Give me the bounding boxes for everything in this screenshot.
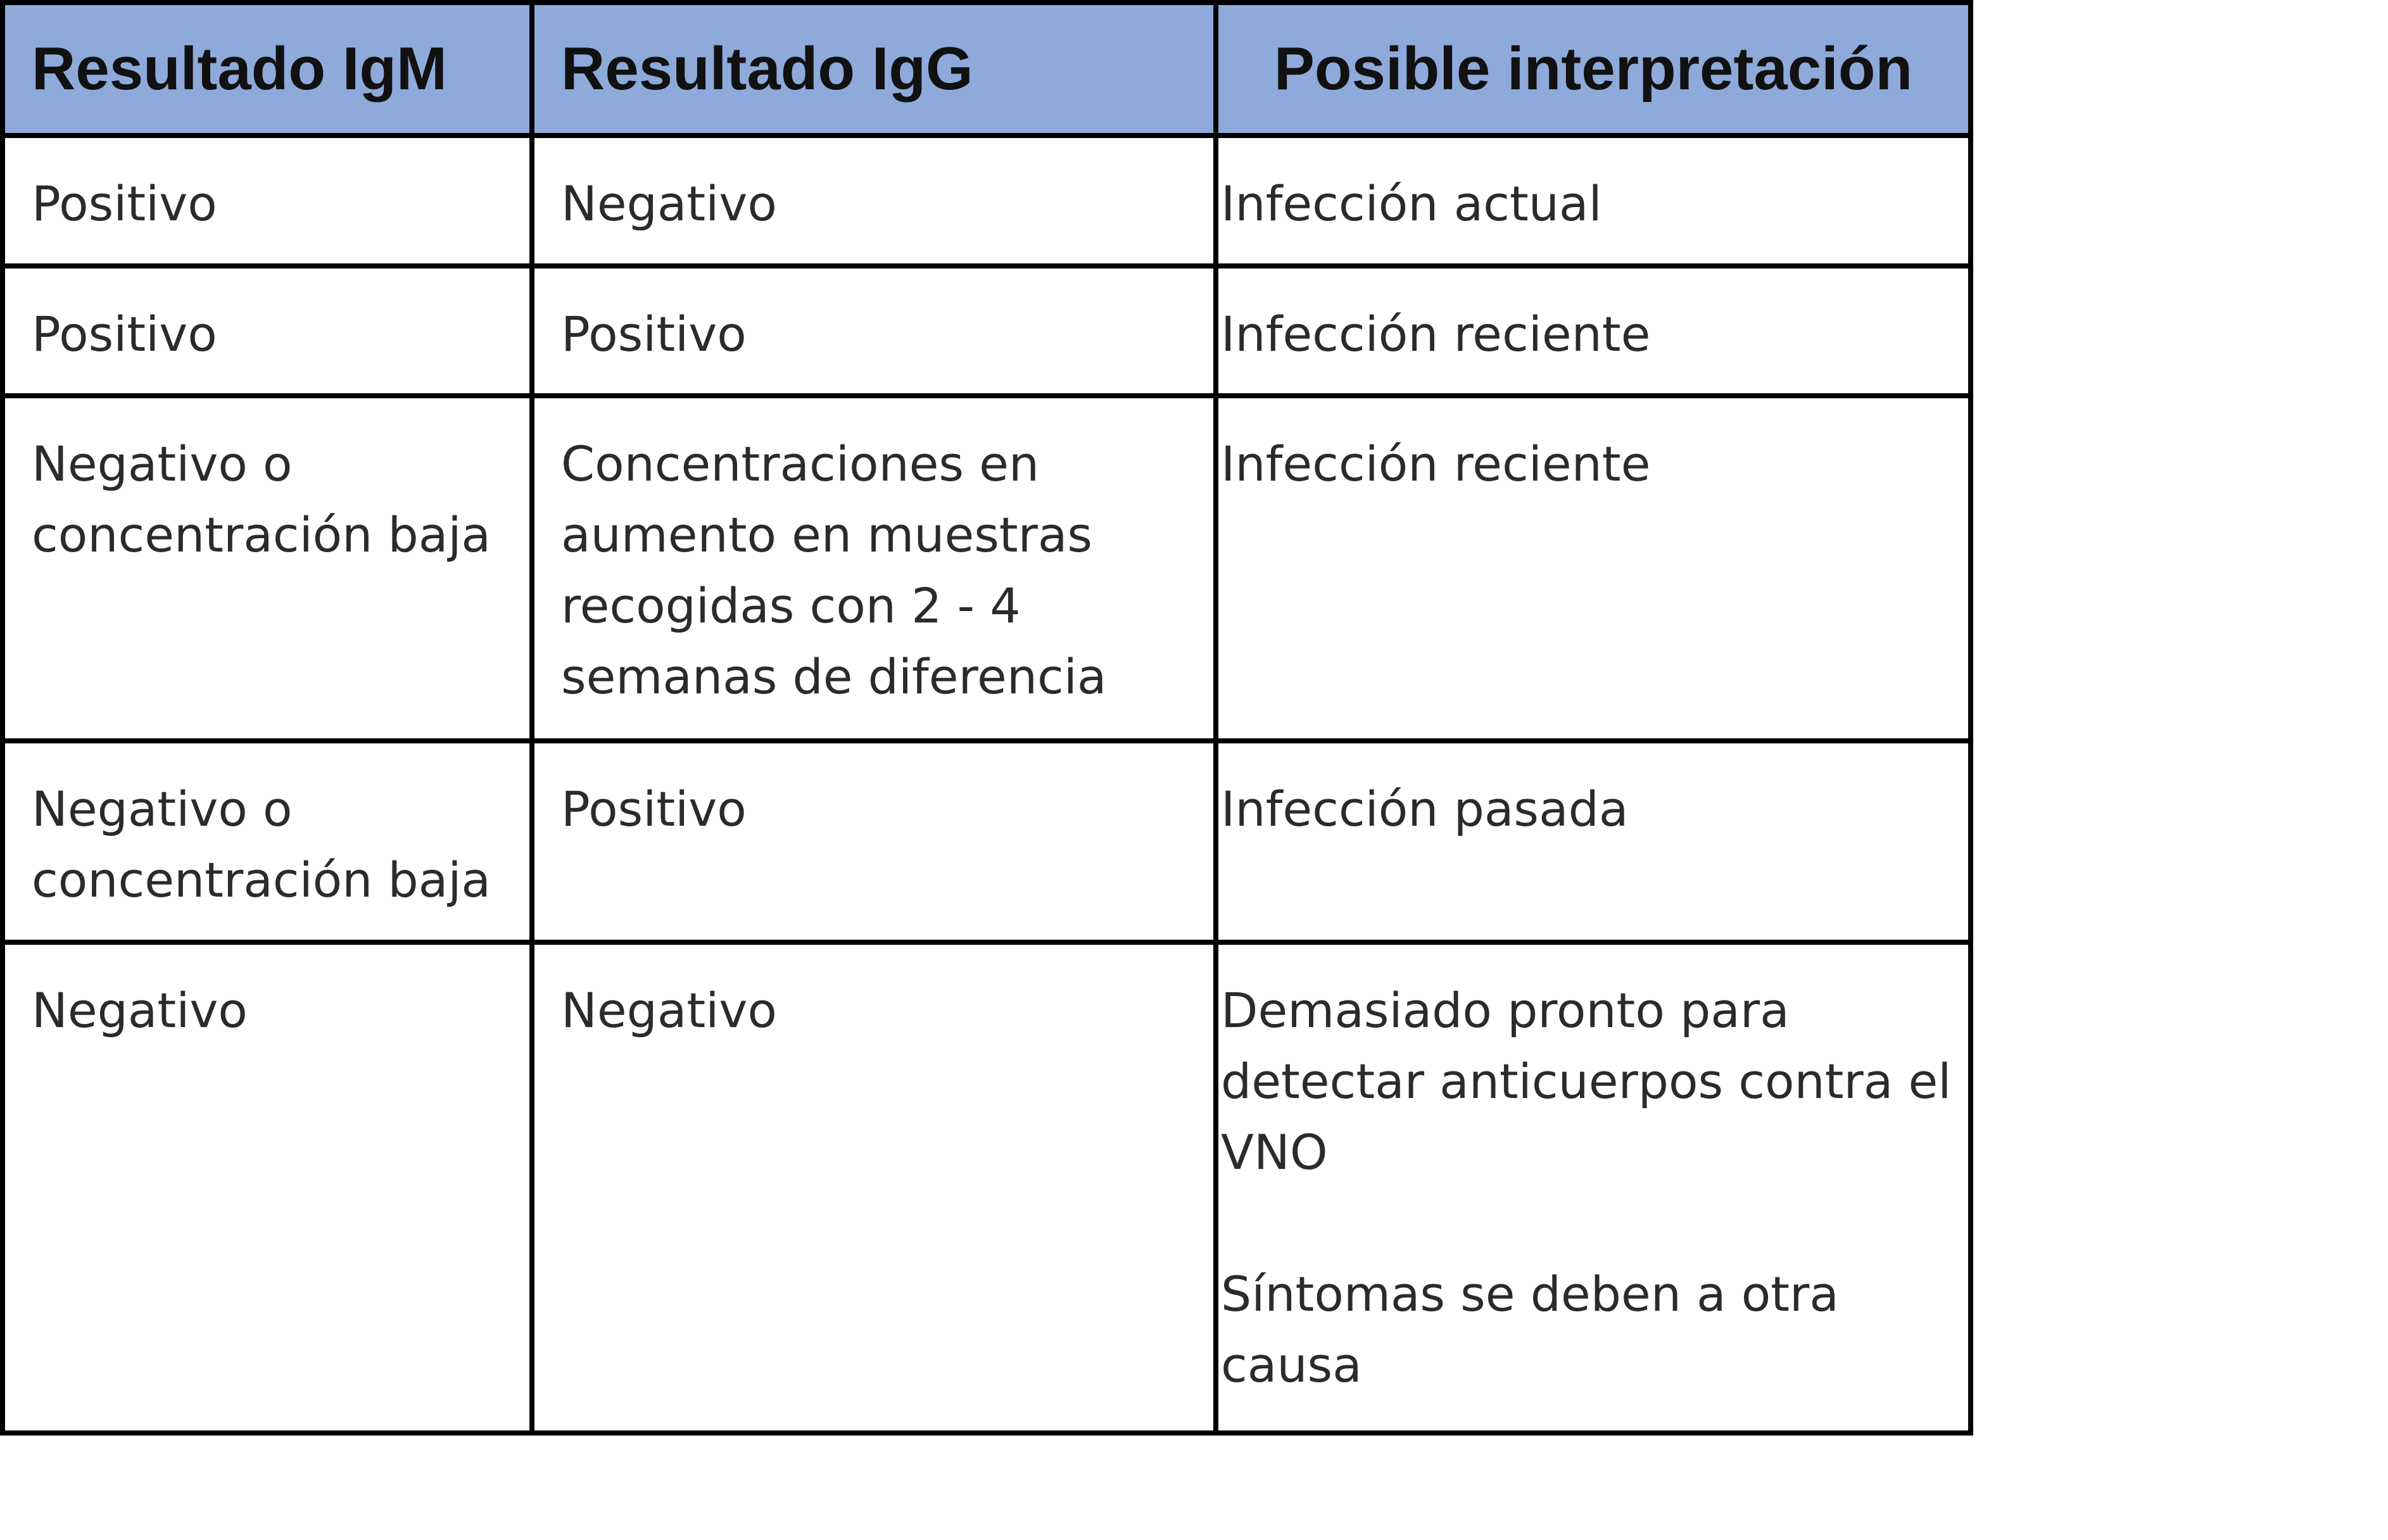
cell-text-line: Demasiado pronto para: [1221, 982, 1790, 1038]
table-row: Negativo o concentración baja Positivo I…: [0, 738, 1973, 945]
cell-text-line: Síntomas se deben a otra: [1221, 1266, 1839, 1322]
cell-igm: Positivo: [0, 133, 534, 268]
cell-text: Positivo: [32, 175, 217, 232]
cell-text-line: detectar anticuerpos contra el: [1221, 1053, 1952, 1109]
interpretation-paragraph: Demasiado pronto para detectar anticuerp…: [1221, 975, 1955, 1188]
header-igm-result: Resultado IgM: [0, 0, 534, 138]
cell-igg: Negativo: [529, 940, 1218, 1436]
cell-text: Infección actual: [1221, 175, 1602, 232]
cell-text: Infección pasada: [1221, 781, 1629, 837]
cell-text-line: concentración baja: [32, 852, 491, 908]
cell-text: Negativo: [561, 175, 777, 232]
cell-text: Positivo: [561, 781, 747, 837]
cell-igg: Concentraciones en aumento en muestras r…: [529, 393, 1218, 743]
table-row: Positivo Negativo Infección actual: [0, 133, 1973, 268]
cell-text: Negativo: [32, 982, 248, 1038]
cell-text-line: recogidas con 2 - 4: [561, 578, 1021, 634]
cell-text: Positivo: [561, 306, 747, 362]
cell-text-line: Negativo o: [32, 436, 293, 492]
table-body: Positivo Negativo Infección actual Posit…: [0, 133, 1973, 1436]
interpretation-paragraph: Síntomas se deben a otra causa: [1221, 1259, 1955, 1401]
header-possible-interpretation: Posible interpretación: [1213, 0, 1973, 138]
cell-igg: Positivo: [529, 263, 1218, 398]
cell-text-line: aumento en muestras: [561, 507, 1093, 563]
cell-text-line: VNO: [1221, 1124, 1328, 1180]
cell-igg: Negativo: [529, 133, 1218, 268]
table-row: Positivo Positivo Infección reciente: [0, 263, 1973, 398]
cell-interpretation: Infección reciente: [1213, 393, 1973, 743]
header-igg-result: Resultado IgG: [529, 0, 1218, 138]
cell-interpretation: Demasiado pronto para detectar anticuerp…: [1213, 940, 1973, 1436]
cell-igm: Negativo: [0, 940, 534, 1436]
results-table: Resultado IgM Resultado IgG Posible inte…: [0, 0, 1973, 1436]
cell-text-line: semanas de diferencia: [561, 648, 1107, 705]
cell-igm: Positivo: [0, 263, 534, 398]
cell-igm: Negativo o concentración baja: [0, 738, 534, 945]
cell-text: Infección reciente: [1221, 436, 1651, 492]
cell-text-line: concentración baja: [32, 507, 491, 563]
cell-igg: Positivo: [529, 738, 1218, 945]
cell-text: Negativo: [561, 982, 777, 1038]
cell-text: Positivo: [32, 306, 217, 362]
cell-interpretation: Infección pasada: [1213, 738, 1973, 945]
cell-text-line: Concentraciones en: [561, 436, 1040, 492]
table-row: Negativo o concentración baja Concentrac…: [0, 393, 1973, 743]
cell-text-line: causa: [1221, 1337, 1362, 1393]
table-row: Negativo Negativo Demasiado pronto para …: [0, 940, 1973, 1436]
header-row: Resultado IgM Resultado IgG Posible inte…: [0, 0, 1973, 138]
cell-interpretation: Infección actual: [1213, 133, 1973, 268]
table-header: Resultado IgM Resultado IgG Posible inte…: [0, 0, 1973, 138]
cell-igm: Negativo o concentración baja: [0, 393, 534, 743]
cell-text: Infección reciente: [1221, 306, 1651, 362]
cell-text-line: Negativo o: [32, 781, 293, 837]
cell-interpretation: Infección reciente: [1213, 263, 1973, 398]
